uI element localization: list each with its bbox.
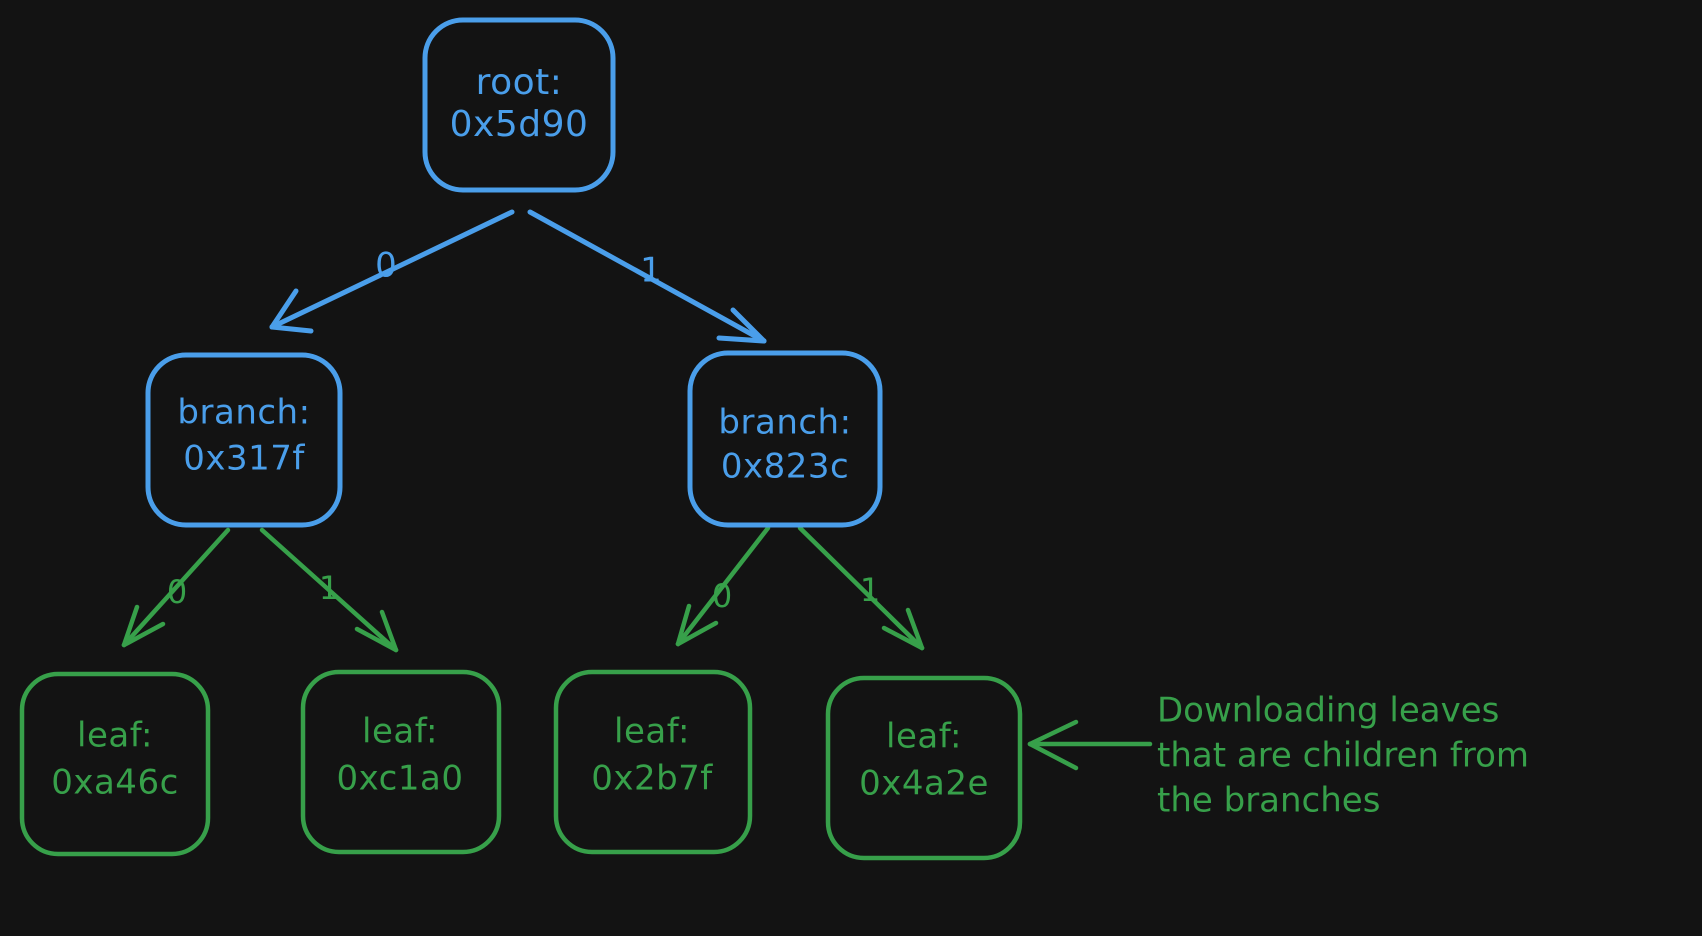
node-leaf-3[interactable]: leaf: 0x2b7f: [553, 669, 753, 855]
node-leaf-4-box: [825, 675, 1023, 861]
annotation-line-3: the branches: [1157, 781, 1380, 821]
node-leaf-4-kind: leaf:: [886, 717, 962, 757]
node-leaf-2[interactable]: leaf: 0xc1a0: [300, 669, 502, 855]
annotation-line-1: Downloading leaves: [1157, 691, 1499, 731]
node-branch-right-kind: branch:: [718, 403, 851, 443]
edge-root-to-branch-right: [527, 209, 767, 344]
node-branch-right[interactable]: branch: 0x823c: [687, 350, 883, 528]
edge-label-root-0: 0: [375, 246, 397, 286]
node-branch-left[interactable]: branch: 0x317f: [145, 352, 343, 528]
node-leaf-3-hash: 0x2b7f: [591, 759, 713, 799]
node-leaf-2-box: [300, 669, 502, 855]
edge-label-root-1: 1: [640, 251, 662, 291]
edge-branch-left-to-leaf-2: [259, 527, 399, 653]
edge-label-branch-left-0: 0: [167, 573, 187, 611]
node-root-box: [422, 17, 616, 193]
node-root-hash: 0x5d90: [450, 104, 589, 145]
node-leaf-1-hash: 0xa46c: [51, 763, 179, 803]
node-leaf-1-box: [19, 671, 211, 857]
node-branch-left-box: [145, 352, 343, 528]
node-root-kind: root:: [476, 62, 563, 103]
node-leaf-4-hash: 0x4a2e: [859, 764, 989, 804]
node-branch-right-box: [687, 350, 883, 528]
edge-label-branch-right-0: 0: [712, 577, 732, 615]
node-root[interactable]: root: 0x5d90: [422, 17, 616, 193]
node-branch-right-hash: 0x823c: [721, 447, 849, 487]
edge-branch-left-to-leaf-1: [121, 527, 231, 648]
node-leaf-2-hash: 0xc1a0: [337, 759, 464, 799]
node-leaf-1-kind: leaf:: [77, 716, 153, 756]
node-branch-left-hash: 0x317f: [183, 439, 305, 479]
edge-root-to-branch-left: [269, 209, 515, 334]
edge-label-branch-right-1: 1: [860, 571, 880, 609]
annotation-line-2: that are children from: [1157, 736, 1529, 776]
edge-branch-right-to-leaf-4: [797, 525, 925, 651]
node-leaf-3-box: [553, 669, 753, 855]
node-branch-left-kind: branch:: [177, 393, 310, 433]
node-leaf-2-kind: leaf:: [362, 712, 438, 752]
edge-label-branch-left-1: 1: [319, 569, 339, 607]
node-leaf-1[interactable]: leaf: 0xa46c: [19, 671, 211, 857]
annotation-note: Downloading leaves that are children fro…: [1157, 691, 1529, 821]
node-leaf-4[interactable]: leaf: 0x4a2e: [825, 675, 1023, 861]
node-leaf-3-kind: leaf:: [614, 712, 690, 752]
annotation-arrow: [1027, 719, 1153, 771]
edge-branch-right-to-leaf-3: [675, 525, 771, 647]
